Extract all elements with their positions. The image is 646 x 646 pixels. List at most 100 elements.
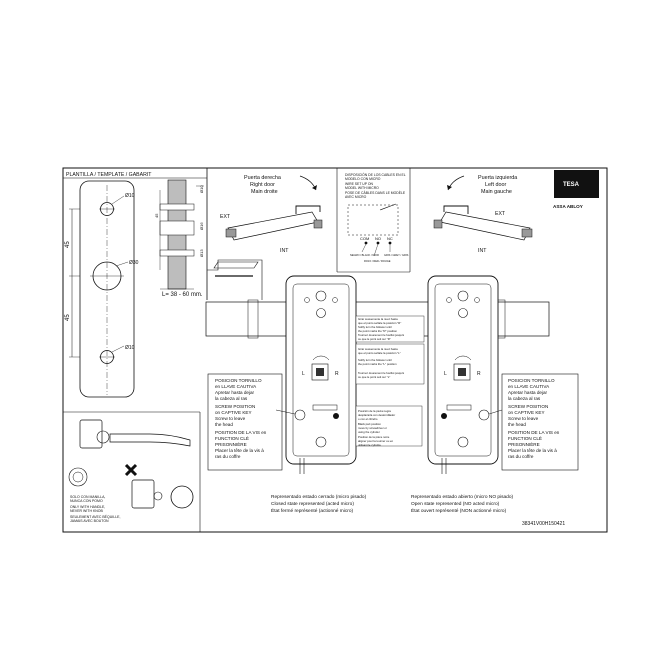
wire-red: ROJO / RED / ROUGE xyxy=(364,259,391,263)
adjust-l-line-1: Girar suavemente la nuez hasta xyxy=(358,347,398,351)
dim-d10-top: Ø10 xyxy=(125,193,135,199)
right-door-diagram: Puerta derecha Right door Main droite EX… xyxy=(207,175,323,300)
adjust-note-l: Girar suavemente la nuez hasta que el pu… xyxy=(355,343,425,385)
cyl-line-5: move by screwdriver or xyxy=(358,426,387,430)
wiring-line-6: AVEC MICRO xyxy=(345,195,367,199)
tesa-logo-text: TESA xyxy=(563,182,580,188)
adjust-l-line-5: Tournez doucement le fouillot jusqu'à xyxy=(358,371,404,375)
screw-r-9: POSITION DE LA VIS en xyxy=(508,430,560,435)
screw-l-4: la cabeza al ras xyxy=(215,396,248,401)
wiring-line-4: MODEL WITH MICRO xyxy=(345,186,379,190)
screw-r-1: POSICION TORNILLO xyxy=(508,378,555,383)
closed-mark-l: L xyxy=(302,371,305,377)
left-door-es: Puerta izquierda xyxy=(478,175,517,181)
left-int-label: INT xyxy=(478,248,487,254)
screw-r-6: on CAPTIVE KEY xyxy=(508,410,545,415)
cyl-line-8: aligner pour la tourner ou en xyxy=(358,439,394,443)
side-spacing: 45 xyxy=(154,213,159,218)
screw-l-10: FUNCTION CLÉ xyxy=(215,435,249,441)
handle-note-5: SEULEMENT AVEC BÉQUILLE, xyxy=(70,514,120,519)
screw-r-13: ras du coffre xyxy=(508,454,534,459)
side-d13: Ø13 xyxy=(199,249,204,257)
latch-part-icon xyxy=(213,261,259,269)
wiring-line-2: MODELO CON MICRO xyxy=(345,177,381,181)
screw-r-3: Apretar hasta dejar xyxy=(508,390,548,395)
cyl-line-6: using the cylinder xyxy=(358,430,380,434)
captive-screw-closed xyxy=(294,409,306,421)
open-state-es: Representado estado abierto (micro NO pi… xyxy=(411,494,514,500)
right-ext-label: EXT xyxy=(220,214,231,220)
adjust-r-line-6: ce que le point soit sur "R" xyxy=(358,337,391,341)
handle-note-3: ONLY WITH HANDLE, xyxy=(70,505,105,509)
closed-state-en: Closed state represented (acted micro) xyxy=(271,501,354,507)
screw-l-11: PRISONNIÈRE xyxy=(215,441,247,447)
cyl-line-1: Posición de la pieza negra xyxy=(358,409,391,413)
right-door-es: Puerta derecha xyxy=(244,175,281,181)
closed-state-fr: État fermé représenté (actionné micro) xyxy=(271,507,354,514)
right-door-fr: Main droite xyxy=(251,189,278,195)
cylinder-note: Posición de la pieza negra desplazarla c… xyxy=(355,405,423,447)
open-mark-l: L xyxy=(444,371,447,377)
adjust-l-line-3: Softly turn the follower until xyxy=(358,358,392,362)
cyl-line-4: Black part position xyxy=(358,422,381,426)
left-door-diagram: Puerta izquierda Left door Main gauche E… xyxy=(433,175,533,254)
screw-l-9: POSITION DE LA VIS en xyxy=(215,430,267,435)
screw-r-12: Placer la tête de la vis à xyxy=(508,448,557,453)
screw-r-11: PRISONNIÈRE xyxy=(508,441,540,447)
tesa-logo xyxy=(554,170,599,198)
micro-switch-box xyxy=(347,204,399,236)
screw-l-7: Screw to leave xyxy=(215,416,246,421)
sheet-frame xyxy=(62,167,608,533)
adjust-r-line-4: the point marks the "R" position xyxy=(358,329,397,333)
adjust-r-line-3: Softly turn the follower until xyxy=(358,325,392,329)
wiring-line-5: POSE DE CÂBLES DANS LE MODÈLE xyxy=(345,190,406,195)
adjust-r-line-1: Girar suavemente la nuez hasta xyxy=(358,317,398,321)
handle-note-2: NUNCA CON POMO xyxy=(70,499,103,503)
adjust-r-line-5: Tournez doucement le fouillot jusqu'à xyxy=(358,333,404,337)
left-ext-label: EXT xyxy=(495,211,506,217)
screw-note-right: POSICION TORNILLO en LLAVE CAUTIVA Apret… xyxy=(488,373,579,471)
adjust-l-line-6: ce que le point soit sur "L" xyxy=(358,375,390,379)
adjust-l-line-2: que el punto señale la posición "L" xyxy=(358,351,401,355)
thickness-label: L= 38 - 60 mm. xyxy=(162,292,203,298)
side-d16: Ø16 xyxy=(199,222,204,230)
open-mark-r: R xyxy=(477,371,481,377)
screw-l-1: POSICION TORNILLO xyxy=(215,378,262,383)
screw-r-8: the head xyxy=(508,422,526,427)
screw-r-10: FUNCTION CLÉ xyxy=(508,435,542,441)
handle-note-4: NEVER WITH KNOB xyxy=(70,509,104,513)
lock-body-closed: L R xyxy=(285,275,357,474)
adjust-note-r: Girar suavemente la nuez hasta que el pu… xyxy=(355,315,425,343)
screw-r-7: Screw to leave xyxy=(508,416,539,421)
dim-45-upper: 45 xyxy=(65,241,71,248)
wiring-panel: DISPOSICIÓN DE LOS CABLES EN EL MODELO C… xyxy=(336,168,411,273)
screw-l-3: Apretar hasta dejar xyxy=(215,390,255,395)
template-panel: PLANTILLA / TEMPLATE / GABARIT Ø10 Ø30 Ø… xyxy=(63,168,208,398)
knob-icon xyxy=(170,485,194,509)
screw-l-2: en LLAVE CAUTIVA xyxy=(215,384,257,389)
template-plate xyxy=(79,180,135,398)
cyl-line-3: o con el cilindro xyxy=(358,417,378,421)
wire-black: NEGRO / BLACK / NOIR xyxy=(350,253,379,257)
document-code: 38341V00H150421 xyxy=(522,521,565,527)
wire-grey: GRIS / GREY / GRIS xyxy=(384,253,409,257)
right-int-label: INT xyxy=(280,248,289,254)
screw-note-left: POSICION TORNILLO en LLAVE CAUTIVA Apret… xyxy=(207,373,296,471)
lever-handle-icon xyxy=(109,433,191,447)
left-door-en: Left door xyxy=(485,182,506,188)
dim-d30: Ø30 xyxy=(129,260,139,266)
wiring-line-3: WIRE SET UP ON xyxy=(345,182,373,186)
cyl-line-9: utilisant le cylindre xyxy=(358,443,381,447)
cyl-line-7: Position de la pièce noire xyxy=(358,435,390,439)
side-d10: Ø10 xyxy=(199,185,204,193)
black-part-open xyxy=(441,413,447,419)
lock-body-open: L R xyxy=(427,275,499,474)
screw-l-8: the head xyxy=(215,422,233,427)
screw-r-2: en LLAVE CAUTIVA xyxy=(508,384,550,389)
terminal-no: NO xyxy=(375,236,381,241)
assa-abloy-label: ASSA ABLOY xyxy=(553,204,583,209)
adjust-r-line-2: que el punto señale la posición "R" xyxy=(358,321,401,325)
open-state-en: Open state represented (NO acted micro) xyxy=(411,501,500,507)
right-door-en: Right door xyxy=(250,182,275,188)
